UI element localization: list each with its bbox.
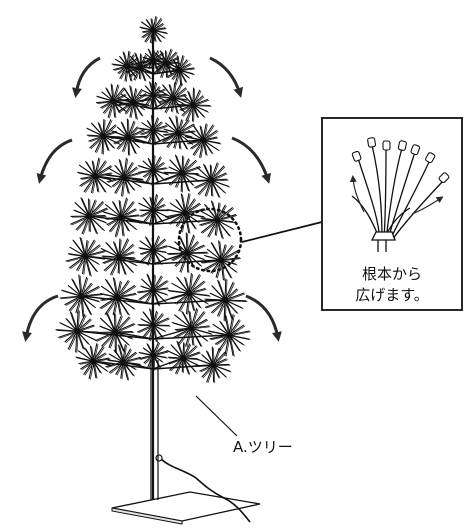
callout-text-line1: 根本から (362, 265, 422, 283)
part-label-leader (196, 396, 237, 436)
curved-arrow-icon (232, 138, 268, 180)
part-label-tree: A.ツリー (233, 438, 293, 456)
cable-connector (156, 455, 162, 461)
curved-arrow-icon (210, 58, 240, 94)
callout-connector (242, 222, 322, 242)
callout-text-line2: 広げます。 (355, 286, 429, 304)
curved-arrow-icon (40, 140, 72, 180)
curved-arrow-icon (76, 58, 100, 94)
curved-arrow-icon (26, 296, 58, 338)
